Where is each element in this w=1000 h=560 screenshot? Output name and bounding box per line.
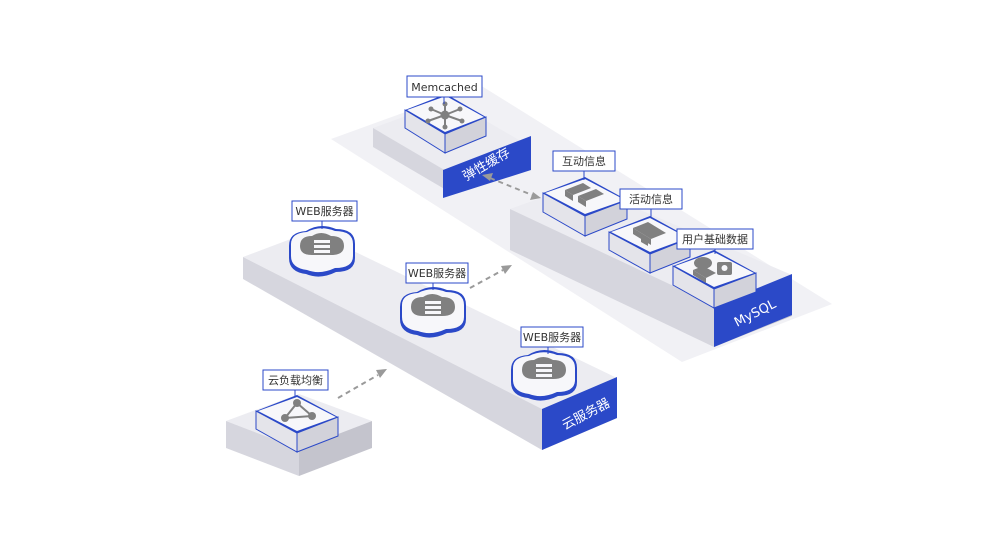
web-to-db-arrow (469, 265, 512, 289)
activity-info-tile (608, 216, 691, 274)
interaction-info-label: 互动信息 (562, 154, 606, 168)
web-server-2-label: WEB服务器 (408, 267, 466, 280)
web-server-3-label: WEB服务器 (523, 331, 581, 344)
share-nodes-icon (281, 399, 316, 422)
server-cloud-icon (522, 357, 566, 379)
user-basic-data-label: 用户基础数据 (682, 232, 748, 246)
interaction-info-tile (542, 177, 628, 237)
server-cloud-icon (300, 233, 344, 255)
web-server-1-label-box (291, 200, 358, 222)
web-server-3-label-box (520, 326, 584, 348)
user-basic-data-tile (672, 250, 757, 309)
web-server-1 (289, 225, 355, 277)
memcached-label: Memcached (411, 81, 478, 94)
load-balancer-tile (255, 395, 339, 453)
memcached-tile (404, 94, 487, 154)
server-cloud-icon (411, 294, 455, 316)
mysql-band (714, 274, 792, 347)
elastic-cache-block: 弹性缓存 (373, 75, 531, 198)
lb-to-web-arrow (337, 369, 387, 399)
web-server-3 (511, 349, 577, 401)
load-balancer-block: 云负载均衡 (226, 369, 372, 476)
user-profile-icon (693, 257, 732, 283)
cache-db-sync-arrow (482, 173, 541, 200)
cloud-server-block: 云服务器 WEB服务器 WEB服务器 (243, 200, 617, 450)
cloud-server-band (542, 377, 617, 450)
elastic-cache-band (443, 136, 531, 198)
megaphone-icon (633, 222, 666, 246)
web-server-1-label: WEB服务器 (295, 205, 353, 218)
web-server-2-label-box (405, 262, 469, 284)
web-server-2 (400, 286, 466, 338)
chat-bubbles-icon (565, 183, 604, 207)
activity-info-label: 活动信息 (629, 192, 673, 206)
load-balancer-label: 云负载均衡 (268, 373, 323, 387)
mysql-block: MySQL 互动信息 (510, 150, 792, 347)
